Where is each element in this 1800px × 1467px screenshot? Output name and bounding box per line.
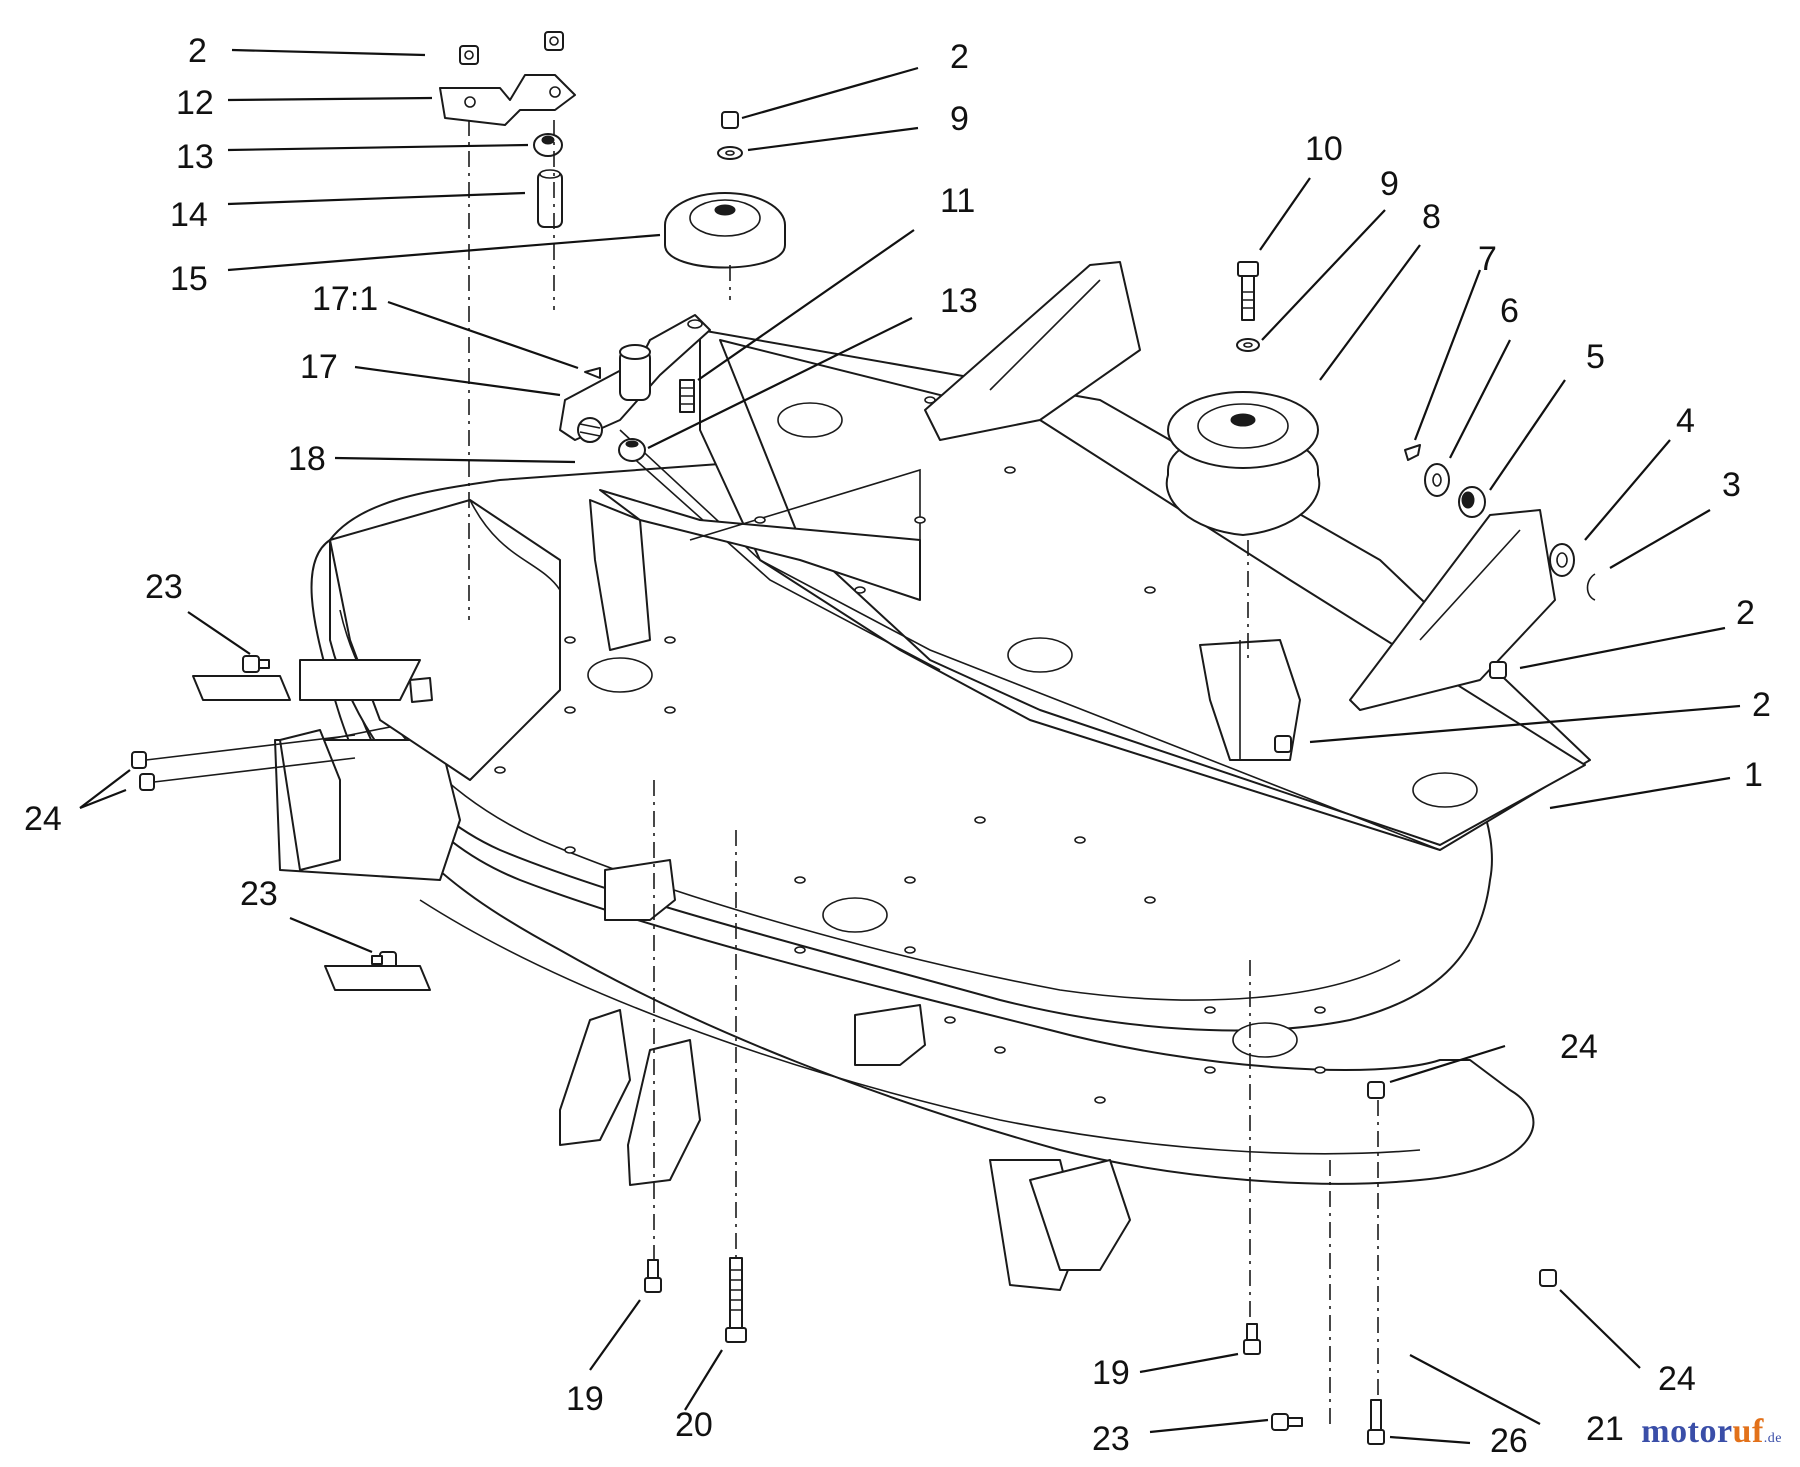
callout-2: 2 (950, 38, 969, 76)
callout-24: 24 (1560, 1028, 1598, 1066)
idler-arm-assembly (439, 31, 786, 462)
idler-pulley-assembly (1165, 261, 1596, 753)
callout-23: 23 (145, 568, 183, 606)
callout-7: 7 (1478, 240, 1497, 278)
callout-13: 13 (176, 138, 214, 176)
assembly-center-lines (468, 120, 1379, 1430)
callout-3: 3 (1722, 466, 1741, 504)
callout-24: 24 (24, 800, 62, 838)
callout-20: 20 (675, 1406, 713, 1444)
left-hardware (131, 655, 433, 991)
callout-6: 6 (1500, 292, 1519, 330)
callout-17-1: 17:1 (312, 280, 378, 318)
callout-labels: 2 12 13 14 15 17:1 17 18 2 9 11 13 10 9 … (24, 32, 1771, 1460)
callout-18: 18 (288, 440, 326, 478)
callout-1: 1 (1744, 756, 1763, 794)
deck-housing (274, 261, 1591, 1291)
callout-14: 14 (170, 196, 208, 234)
callout-4: 4 (1676, 402, 1695, 440)
callout-11: 11 (940, 182, 975, 220)
callout-19: 19 (1092, 1354, 1130, 1392)
callout-2: 2 (1752, 686, 1771, 724)
callout-17: 17 (300, 348, 338, 386)
deck-small-holes (494, 396, 1326, 1104)
callout-2: 2 (1736, 594, 1755, 632)
callout-10: 10 (1305, 130, 1343, 168)
watermark-part1: motor (1641, 1413, 1733, 1450)
callout-13: 13 (940, 282, 978, 320)
callout-leader-lines (79, 48, 1741, 1445)
callout-12: 12 (176, 84, 214, 122)
callout-26: 26 (1490, 1422, 1528, 1460)
watermark-logo: motoruf.de (1641, 1413, 1782, 1451)
callout-24: 24 (1658, 1360, 1696, 1398)
callout-2: 2 (188, 32, 207, 70)
callout-21: 21 (1586, 1410, 1624, 1448)
nut-icon (459, 31, 564, 65)
callout-15: 15 (170, 260, 208, 298)
bottom-hardware (644, 1081, 1557, 1445)
callout-9: 9 (1380, 165, 1399, 203)
callout-9: 9 (950, 100, 969, 138)
callout-23: 23 (240, 875, 278, 913)
watermark-suffix: .de (1763, 1431, 1782, 1446)
watermark-part2: uf (1732, 1413, 1764, 1450)
callout-23: 23 (1092, 1420, 1130, 1458)
callout-5: 5 (1586, 338, 1605, 376)
callout-8: 8 (1422, 198, 1441, 236)
callout-19: 19 (566, 1380, 604, 1418)
